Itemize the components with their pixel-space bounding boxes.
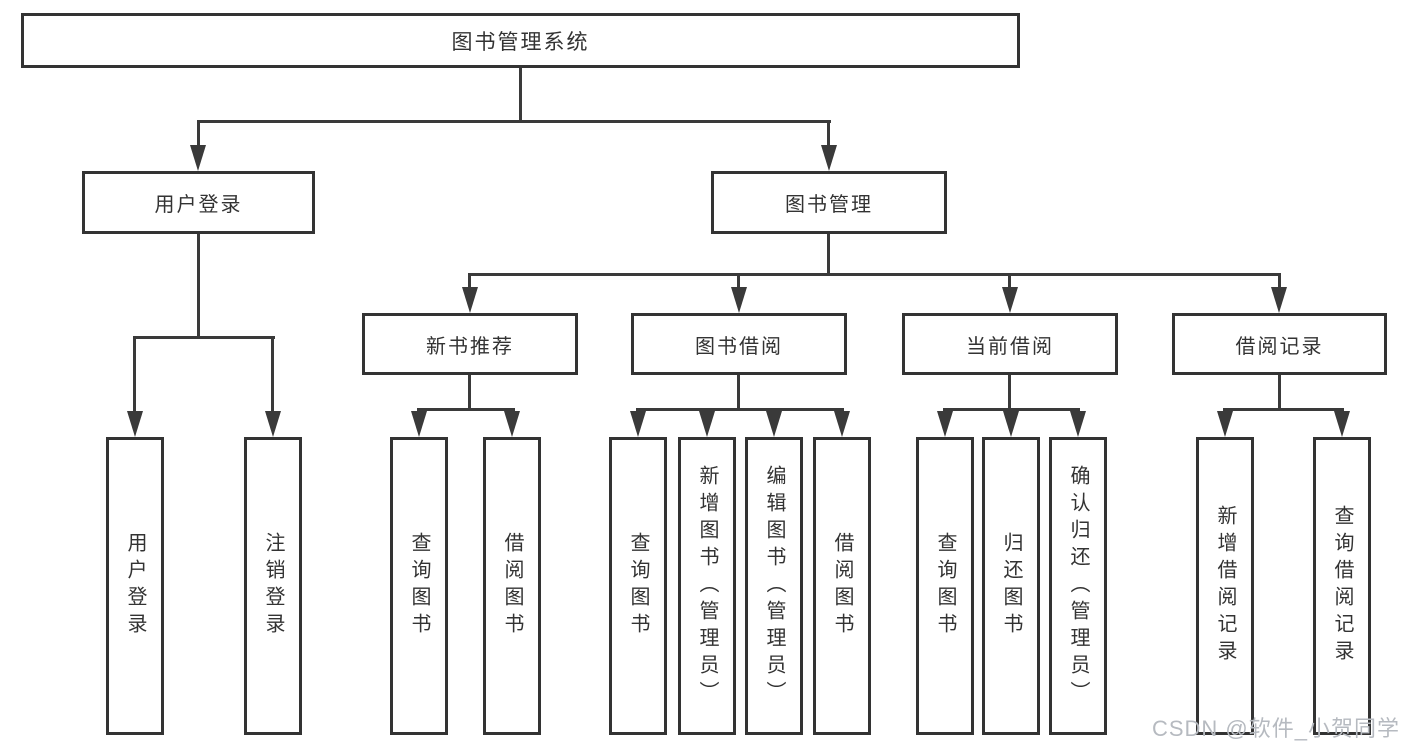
- leaf-confirm-return-admin-label: 确认归还（管理员）: [1067, 464, 1089, 708]
- csdn-watermark: CSDN @软件_小贺同学: [1151, 716, 1400, 741]
- connector-line: [468, 273, 471, 287]
- leaf-query-books-3-label: 查询图书: [934, 532, 956, 640]
- connector-line: [197, 120, 200, 145]
- connector-line: [417, 408, 515, 411]
- connector-line: [827, 234, 830, 276]
- arrowhead-down-icon: [265, 411, 281, 437]
- connector-line: [197, 234, 200, 339]
- connector-line: [1008, 273, 1011, 287]
- arrowhead-down-icon: [731, 287, 747, 313]
- node-root-label: 图书管理系统: [451, 30, 590, 54]
- connector-line: [133, 336, 275, 339]
- connector-line: [133, 336, 136, 411]
- leaf-return-books: 归还图书: [982, 437, 1040, 735]
- node-book-borrowing-label: 图书借阅: [695, 335, 783, 358]
- connector-line: [636, 408, 844, 411]
- arrowhead-down-icon: [1334, 411, 1350, 437]
- arrowhead-down-icon: [1217, 411, 1233, 437]
- connector-line: [1278, 375, 1281, 411]
- leaf-borrow-books-2: 借阅图书: [813, 437, 871, 735]
- leaf-query-borrow-record: 查询借阅记录: [1313, 437, 1371, 735]
- arrowhead-down-icon: [766, 411, 782, 437]
- node-current-borrowing: 当前借阅: [902, 313, 1118, 375]
- leaf-query-books-1: 查询图书: [390, 437, 448, 735]
- node-new-book-recommend: 新书推荐: [362, 313, 578, 375]
- connector-line: [737, 375, 740, 411]
- leaf-query-books-1-label: 查询图书: [408, 532, 430, 640]
- connector-line: [197, 120, 831, 123]
- connector-line: [1008, 375, 1011, 411]
- leaf-query-books-3: 查询图书: [916, 437, 974, 735]
- arrowhead-down-icon: [1070, 411, 1086, 437]
- connector-line: [827, 120, 830, 145]
- arrowhead-down-icon: [699, 411, 715, 437]
- leaf-add-borrow-record: 新增借阅记录: [1196, 437, 1254, 735]
- node-current-borrowing-label: 当前借阅: [966, 335, 1054, 358]
- leaf-edit-books-admin-label: 编辑图书（管理员）: [763, 464, 785, 708]
- leaf-confirm-return-admin: 确认归还（管理员）: [1049, 437, 1107, 735]
- arrowhead-down-icon: [127, 411, 143, 437]
- node-user-login-label: 用户登录: [154, 194, 243, 216]
- leaf-borrow-books-1: 借阅图书: [483, 437, 541, 735]
- leaf-query-borrow-record-label: 查询借阅记录: [1331, 505, 1353, 667]
- connector-line: [468, 375, 471, 411]
- leaf-edit-books-admin: 编辑图书（管理员）: [745, 437, 803, 735]
- arrowhead-down-icon: [1003, 411, 1019, 437]
- arrowhead-down-icon: [630, 411, 646, 437]
- node-borrowing-records: 借阅记录: [1172, 313, 1387, 375]
- arrowhead-down-icon: [834, 411, 850, 437]
- leaf-logout-label: 注销登录: [262, 532, 284, 640]
- arrowhead-down-icon: [190, 145, 206, 171]
- connector-line: [943, 408, 1080, 411]
- leaf-add-books-admin: 新增图书（管理员）: [678, 437, 736, 735]
- leaf-user-login: 用户登录: [106, 437, 164, 735]
- node-book-management: 图书管理: [711, 171, 947, 234]
- leaf-add-borrow-record-label: 新增借阅记录: [1214, 505, 1236, 667]
- arrowhead-down-icon: [821, 145, 837, 171]
- connector-line: [737, 273, 740, 287]
- leaf-user-login-label: 用户登录: [124, 532, 146, 640]
- connector-line: [1278, 273, 1281, 287]
- node-book-borrowing: 图书借阅: [631, 313, 847, 375]
- node-root: 图书管理系统: [21, 13, 1020, 68]
- connector-line: [1223, 408, 1344, 411]
- node-user-login: 用户登录: [82, 171, 315, 234]
- leaf-query-books-2-label: 查询图书: [627, 532, 649, 640]
- node-new-book-recommend-label: 新书推荐: [426, 335, 514, 358]
- leaf-add-books-admin-label: 新增图书（管理员）: [696, 464, 718, 708]
- leaf-logout: 注销登录: [244, 437, 302, 735]
- leaf-borrow-books-2-label: 借阅图书: [831, 532, 853, 640]
- connector-line: [519, 68, 522, 123]
- leaf-query-books-2: 查询图书: [609, 437, 667, 735]
- leaf-borrow-books-1-label: 借阅图书: [501, 532, 523, 640]
- arrowhead-down-icon: [411, 411, 427, 437]
- arrowhead-down-icon: [1002, 287, 1018, 313]
- node-borrowing-records-label: 借阅记录: [1235, 335, 1324, 358]
- arrowhead-down-icon: [462, 287, 478, 313]
- connector-line: [271, 336, 274, 411]
- arrowhead-down-icon: [1271, 287, 1287, 313]
- leaf-return-books-label: 归还图书: [1000, 532, 1022, 640]
- arrowhead-down-icon: [504, 411, 520, 437]
- arrowhead-down-icon: [937, 411, 953, 437]
- connector-line: [468, 273, 1280, 276]
- node-book-management-label: 图书管理: [785, 194, 873, 216]
